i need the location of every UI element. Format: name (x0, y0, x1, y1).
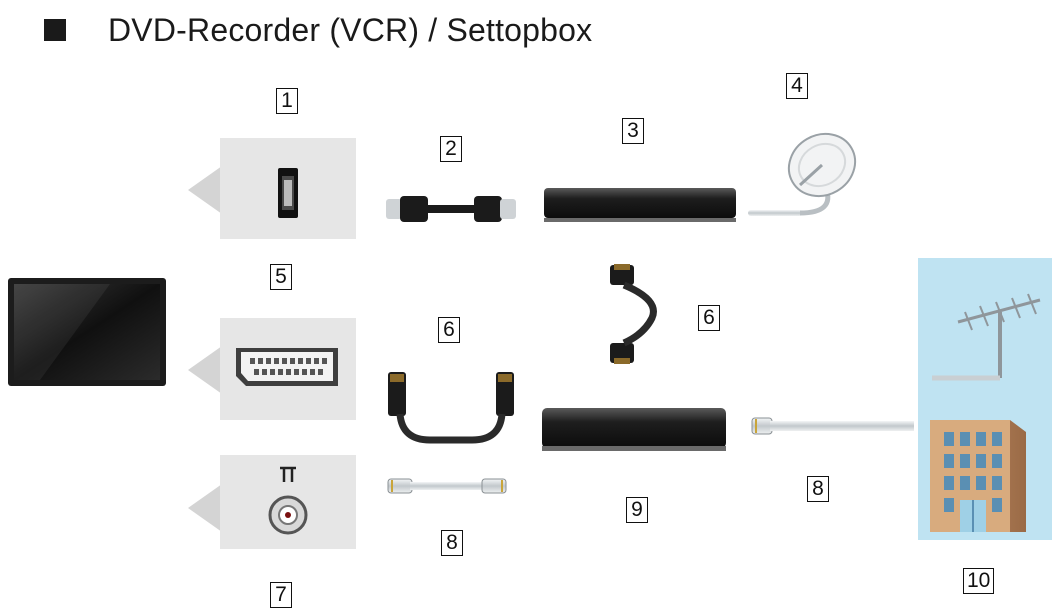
dvd-recorder-icon (542, 408, 726, 451)
rf-cable-right-icon (751, 417, 914, 435)
label-3: 3 (622, 118, 644, 144)
label-5: 5 (270, 264, 292, 290)
label-10: 10 (963, 568, 995, 594)
scart-cable-vertical-icon (610, 264, 657, 364)
label-6-right: 6 (698, 305, 720, 331)
building-icon (930, 420, 1026, 532)
label-2: 2 (440, 136, 462, 162)
rf-cable-icon (387, 478, 507, 494)
label-9: 9 (626, 497, 648, 523)
scart-port-icon (188, 318, 356, 420)
antenna-port-icon (188, 455, 356, 549)
label-4: 4 (786, 73, 808, 99)
label-8-left: 8 (441, 530, 463, 556)
aerial-icon (932, 293, 1041, 381)
label-7: 7 (270, 582, 292, 608)
label-1: 1 (276, 88, 298, 114)
hdmi-port-icon (188, 138, 356, 239)
label-6-left: 6 (438, 317, 460, 343)
tv-icon (8, 278, 166, 386)
label-8-right: 8 (807, 476, 829, 502)
scart-cable-icon (388, 372, 514, 444)
title-text: DVD-Recorder (VCR) / Settopbox (108, 11, 593, 48)
set-top-box-icon (544, 188, 736, 222)
page-title: DVD-Recorder (VCR) / Settopbox (44, 10, 592, 50)
bullet-square-icon (44, 19, 66, 41)
satellite-dish-icon (748, 132, 857, 216)
hdmi-cable-icon (386, 196, 516, 222)
